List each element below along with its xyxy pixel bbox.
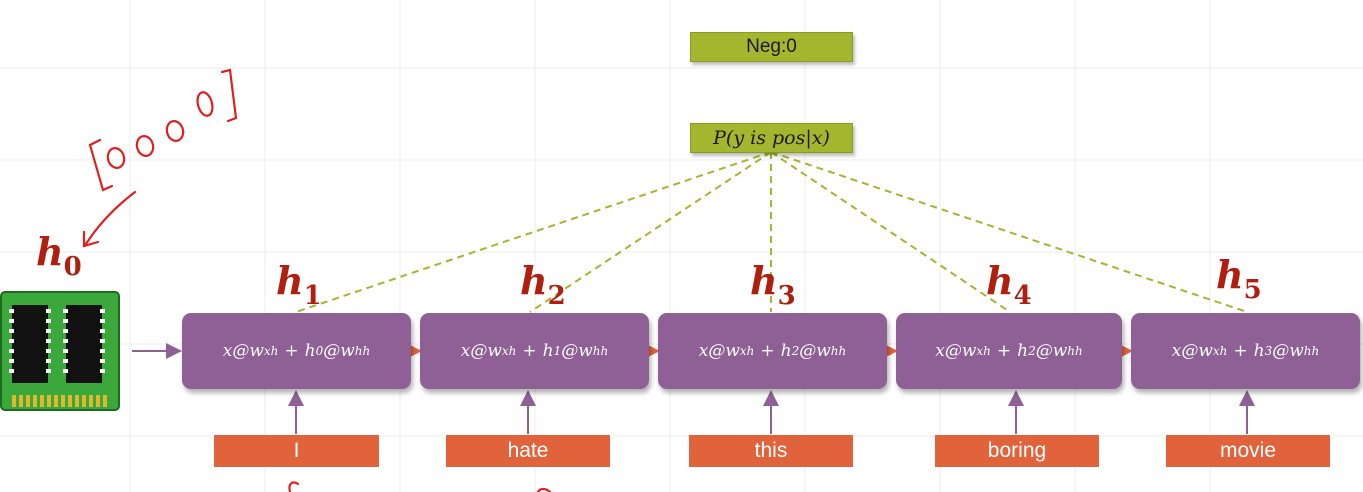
h2-label: h2 bbox=[520, 258, 566, 311]
output-label-box: Neg:0 bbox=[690, 32, 853, 62]
h0-label: h0 bbox=[36, 229, 82, 282]
word-box-3: this bbox=[689, 435, 853, 467]
input-arrows bbox=[288, 390, 1255, 434]
dashed-output-lines bbox=[295, 151, 1248, 313]
word-box-1: I bbox=[214, 435, 379, 467]
h5-label: h5 bbox=[1216, 252, 1262, 305]
h1-label: h1 bbox=[276, 258, 322, 311]
h3-label: h3 bbox=[750, 258, 796, 311]
word-box-5: movie bbox=[1166, 435, 1330, 467]
word-box-4: boring bbox=[935, 435, 1099, 467]
probability-box: P(y is pos|x) bbox=[690, 123, 853, 153]
h4-label: h4 bbox=[986, 258, 1032, 311]
memory-chip-icon bbox=[0, 291, 120, 411]
word-box-2: hate bbox=[446, 435, 610, 467]
